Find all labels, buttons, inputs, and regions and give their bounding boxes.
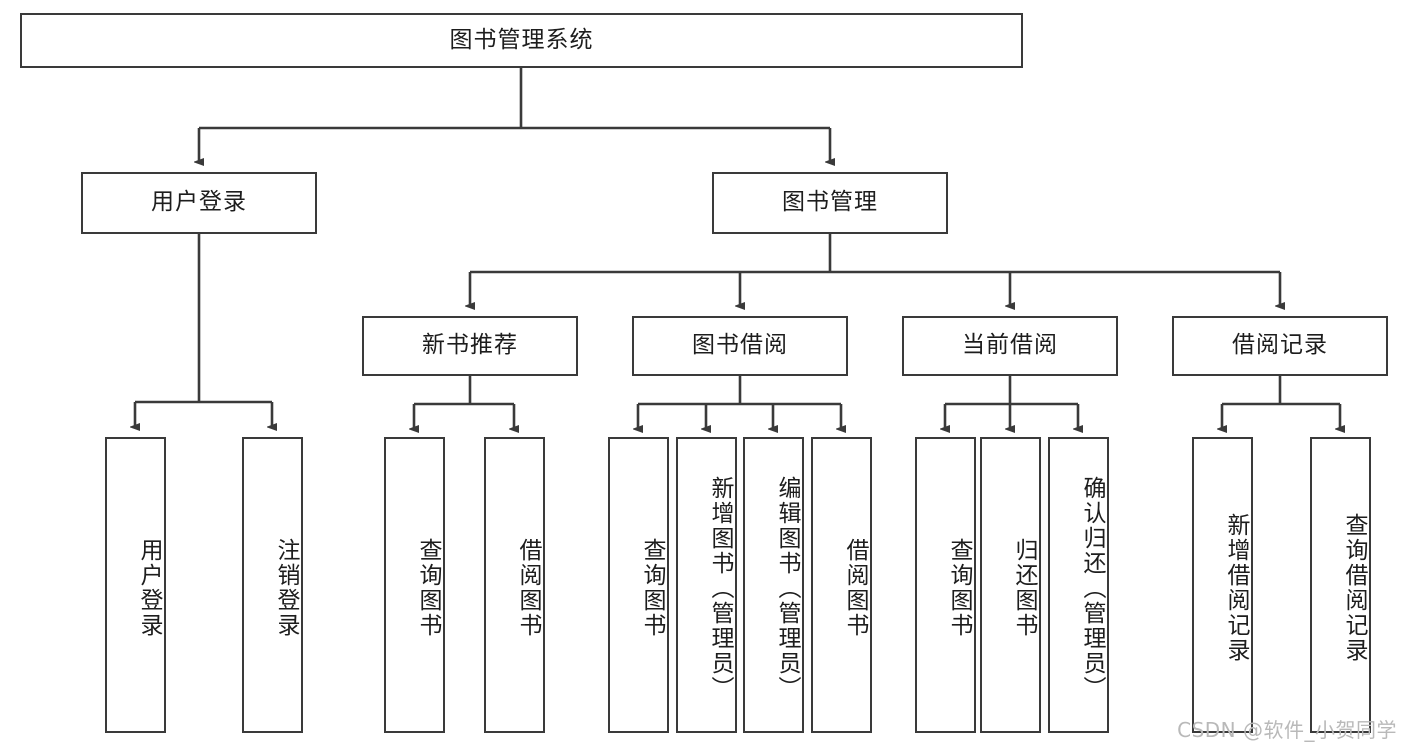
leaf-current-query-book[interactable]: 查询图书: [915, 437, 976, 733]
leaf-user-login-login[interactable]: 用户登录: [105, 437, 166, 733]
node-user-login[interactable]: 用户登录: [81, 172, 317, 234]
node-label: 借阅记录: [1232, 332, 1328, 359]
leaf-record-add-record[interactable]: 新增借阅记录: [1192, 437, 1253, 733]
node-book-management[interactable]: 图书管理: [712, 172, 948, 234]
node-label: 图书管理系统: [449, 26, 594, 53]
leaf-borrow-query-book[interactable]: 查询图书: [608, 437, 669, 733]
node-label: 用户登录: [136, 538, 162, 638]
leaf-current-confirm-return-admin[interactable]: 确认归还（管理员）: [1048, 437, 1109, 733]
leaf-borrow-edit-book-admin[interactable]: 编辑图书（管理员）: [743, 437, 804, 733]
node-book-borrow[interactable]: 图书借阅: [632, 316, 848, 376]
node-label: 查询借阅记录: [1341, 513, 1367, 663]
node-label: 查询图书: [946, 538, 972, 638]
node-label: 查询图书: [415, 538, 441, 638]
node-label: 查询图书: [639, 538, 665, 638]
node-label: 注销登录: [273, 538, 299, 638]
node-root-system[interactable]: 图书管理系统: [20, 13, 1023, 68]
node-new-book-recommend[interactable]: 新书推荐: [362, 316, 578, 376]
node-label: 新增借阅记录: [1223, 513, 1249, 663]
node-label: 归还图书: [1011, 538, 1037, 638]
node-label: 借阅图书: [842, 538, 868, 638]
node-label: 图书借阅: [692, 332, 788, 359]
leaf-borrow-add-book-admin[interactable]: 新增图书（管理员）: [676, 437, 737, 733]
node-label: 图书管理: [782, 189, 878, 216]
leaf-recommend-borrow-book[interactable]: 借阅图书: [484, 437, 545, 733]
node-label: 编辑图书（管理员）: [774, 475, 800, 701]
csdn-watermark: CSDN @软件_小贺同学: [1177, 718, 1397, 742]
leaf-user-login-logout[interactable]: 注销登录: [242, 437, 303, 733]
leaf-record-query-record[interactable]: 查询借阅记录: [1310, 437, 1371, 733]
node-label: 新增图书（管理员）: [707, 475, 733, 701]
node-label: 确认归还（管理员）: [1079, 475, 1105, 701]
leaf-borrow-borrow-book[interactable]: 借阅图书: [811, 437, 872, 733]
node-label: 借阅图书: [515, 538, 541, 638]
node-label: 新书推荐: [422, 332, 518, 359]
node-label: 当前借阅: [962, 332, 1058, 359]
leaf-recommend-query-book[interactable]: 查询图书: [384, 437, 445, 733]
node-current-borrow[interactable]: 当前借阅: [902, 316, 1118, 376]
leaf-current-return-book[interactable]: 归还图书: [980, 437, 1041, 733]
node-borrow-record[interactable]: 借阅记录: [1172, 316, 1388, 376]
node-label: 用户登录: [151, 189, 247, 216]
